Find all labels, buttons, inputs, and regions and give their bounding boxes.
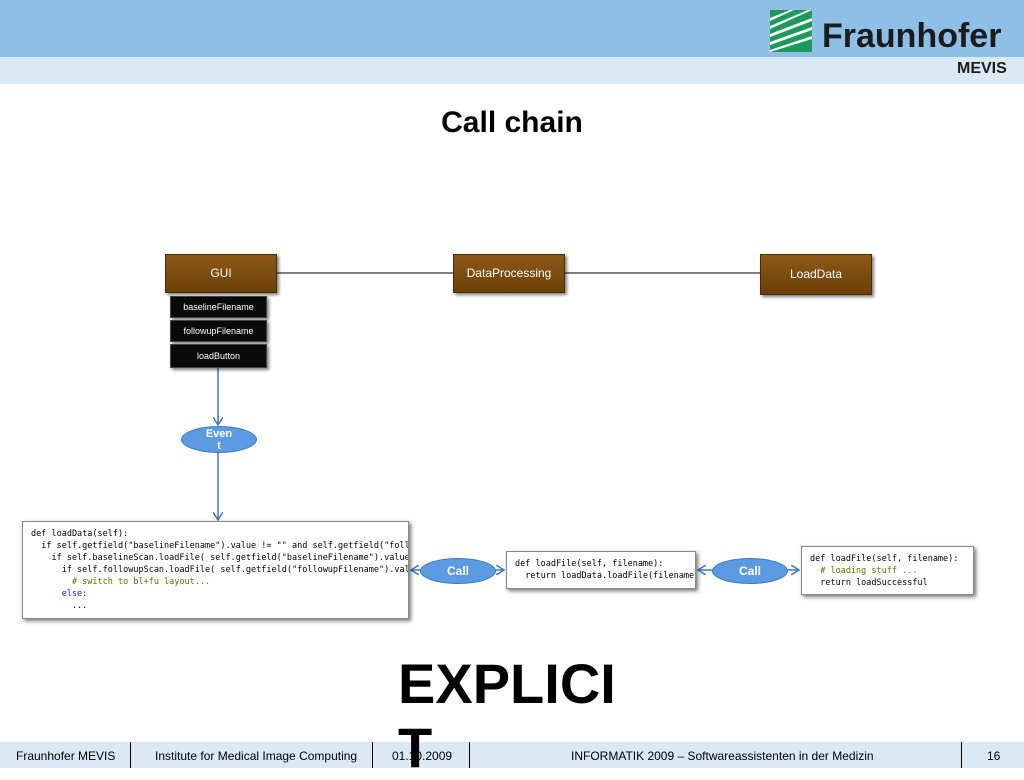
explicit-label: EXPLICIT <box>398 652 616 779</box>
node-gui: GUI <box>165 254 277 293</box>
code-loaddata: def loadFile(self, filename): # loading … <box>801 546 974 595</box>
logo-wordmark: Fraunhofer <box>822 17 1002 55</box>
widget-followup-filename: followupFilename <box>170 320 267 342</box>
node-dataprocessing: DataProcessing <box>453 254 565 293</box>
code-line: def loadFile(self, filename): <box>515 559 664 569</box>
footer-org: Fraunhofer MEVIS <box>16 749 116 763</box>
code-line: else: <box>31 589 88 599</box>
widget-baseline-filename: baselineFilename <box>170 296 267 318</box>
code-line: return loadSuccessful <box>810 578 928 588</box>
footer-bar: Fraunhofer MEVIS Institute for Medical I… <box>0 742 1024 768</box>
footer-institute: Institute for Medical Image Computing <box>155 749 358 763</box>
code-line: # loading stuff ... <box>810 566 918 576</box>
footer-divider <box>961 742 962 768</box>
widget-load-button: loadButton <box>170 344 267 368</box>
node-loaddata: LoadData <box>760 254 872 295</box>
code-line: if self.baselineScan.loadFile( self.getf… <box>31 553 409 563</box>
footer-divider <box>469 742 470 768</box>
footer-divider <box>130 742 131 768</box>
call-ellipse-1: Call <box>420 558 496 584</box>
header-band <box>0 0 1024 57</box>
code-line: if self.getfield("baselineFilename").val… <box>31 541 409 551</box>
slide-title: Call chain <box>441 106 583 139</box>
code-gui-handler: def loadData(self): if self.getfield("ba… <box>22 521 409 619</box>
fraunhofer-logo-icon <box>770 10 812 52</box>
call-ellipse-2: Call <box>712 558 788 584</box>
header-band-light <box>0 57 1024 84</box>
event-ellipse: Event <box>181 426 257 453</box>
code-line: return loadData.loadFile(filename) <box>515 571 696 581</box>
code-dataprocessing: def loadFile(self, filename): return loa… <box>506 551 696 589</box>
code-line: ... <box>31 601 88 611</box>
footer-event: INFORMATIK 2009 – Softwareassistenten in… <box>571 749 874 763</box>
event-label: Event <box>205 428 233 452</box>
footer-page: 16 <box>987 749 1001 763</box>
code-line: def loadFile(self, filename): <box>810 554 959 564</box>
code-line: # switch to bl+fu layout... <box>31 577 211 587</box>
logo-subtitle: MEVIS <box>957 60 1007 77</box>
footer-date: 01.10.2009 <box>392 749 453 763</box>
footer-divider <box>372 742 373 768</box>
code-line: def loadData(self): <box>31 529 129 539</box>
code-line: if self.followupScan.loadFile( self.getf… <box>31 565 409 575</box>
